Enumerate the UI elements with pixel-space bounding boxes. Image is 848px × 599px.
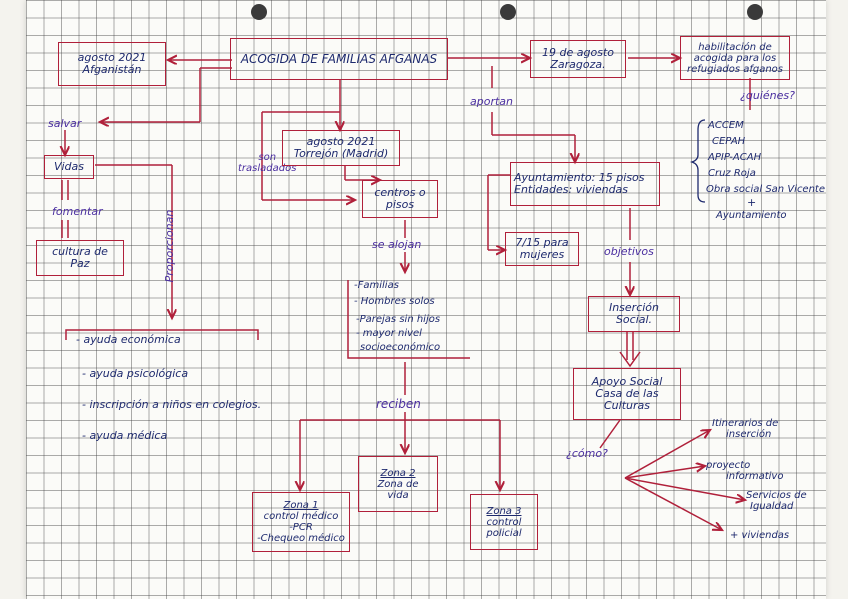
entity-item: ACCEM: [708, 120, 744, 131]
ayuda-item: - ayuda económica: [76, 333, 181, 346]
text-line: habilitación de: [698, 41, 772, 53]
alojan-item: - Hombres solos: [354, 296, 435, 307]
text-line: Zona de: [377, 478, 419, 490]
habilitacion-node: habilitación de acogida para los refugia…: [680, 36, 790, 80]
text-line: Casa de las: [595, 387, 659, 400]
ayuda-item: - inscripción a niños en colegios.: [82, 398, 262, 411]
alojan-item: socioeconómico: [360, 342, 441, 353]
text-line: centros o: [374, 186, 426, 199]
text-line: acogida para los: [693, 52, 777, 64]
text-line: Social.: [615, 313, 653, 326]
agosto-afganistan-node: agosto 2021 Afganistán: [58, 42, 166, 86]
centros-node: centros o pisos: [362, 180, 438, 218]
central-node: ACOGIDA DE FAMILIAS AFGANAS: [230, 38, 448, 80]
alojan-item: - mayor nivel: [356, 328, 422, 339]
text-line: Torrejón (Madrid): [293, 147, 389, 160]
se-alojan-label: se alojan: [372, 238, 422, 251]
text-line: Ayuntamiento: 15 pisos: [514, 171, 645, 184]
text-line: refugiados afganos: [686, 63, 784, 75]
place-label: Zaragoza.: [550, 58, 606, 71]
reciben-label: reciben: [376, 397, 421, 411]
entity-item: Obra social San Vicente: [706, 184, 825, 195]
text-line: 7/15 para: [515, 236, 569, 249]
ayuntamiento-label: Ayuntamiento: [716, 210, 787, 221]
zona1-node: Zona 1 control médico -PCR -Chequeo médi…: [252, 492, 350, 552]
punch-hole: [500, 4, 516, 20]
insercion-node: Inserción Social.: [588, 296, 680, 332]
text-line: cultura de: [52, 245, 108, 258]
apoyo-social-node: Apoyo Social Casa de las Culturas: [573, 368, 681, 420]
text-line: Paz: [70, 257, 90, 270]
date-label: agosto 2021: [77, 51, 147, 64]
punch-hole: [747, 4, 763, 20]
alojan-item: -Familias: [354, 280, 399, 291]
entity-item: APIP-ACAH: [708, 152, 762, 163]
alojan-item: -Parejas sin hijos: [356, 314, 441, 325]
zona2-node: Zona 2 Zona de vida: [358, 456, 438, 512]
text-line: Culturas: [604, 399, 650, 412]
place-label: Afganistán: [82, 63, 142, 76]
date-label: 19 de agosto: [542, 46, 614, 59]
como-label: ¿cómo?: [566, 447, 608, 460]
zone-title: Zona 1: [283, 500, 319, 511]
quienes-label: ¿quiénes?: [740, 89, 795, 102]
aportan-label: aportan: [470, 95, 514, 108]
ayuntamiento-node: Ayuntamiento: 15 pisos Entidades: vivien…: [510, 162, 660, 206]
zone-title: Zona 3: [486, 505, 522, 517]
text-line: mujeres: [519, 248, 565, 261]
vidas-node: Vidas: [44, 155, 94, 179]
text-line: control: [486, 516, 522, 528]
text-line: -Chequeo médico: [257, 533, 345, 544]
text-line: Apoyo Social: [591, 375, 663, 388]
text-line: pisos: [385, 198, 415, 211]
torrejon-node: agosto 2021 Torrejón (Madrid): [282, 130, 400, 166]
punch-hole: [251, 4, 267, 20]
ayuda-item: - ayuda psicológica: [82, 367, 189, 380]
text-line: vida: [387, 489, 409, 501]
cultura-node: cultura de Paz: [36, 240, 124, 276]
text-line: control médico: [263, 511, 339, 522]
text-line: -PCR: [289, 522, 313, 533]
text-line: Vidas: [53, 160, 85, 173]
plus-sign: +: [747, 196, 757, 209]
zaragoza-node: 19 de agosto Zaragoza.: [530, 40, 626, 78]
mujeres-node: 7/15 para mujeres: [505, 232, 579, 266]
entity-item: CEPAH: [712, 136, 746, 147]
text-line: Entidades: viviendas: [514, 183, 629, 196]
central-label: ACOGIDA DE FAMILIAS AFGANAS: [240, 52, 438, 66]
zona3-node: Zona 3 control policial: [470, 494, 538, 550]
ayuda-item: - ayuda médica: [82, 429, 168, 442]
text-line: policial: [486, 527, 522, 539]
como-item: + viviendas: [730, 530, 790, 541]
zone-title: Zona 2: [380, 467, 416, 479]
text-line: Inserción: [608, 301, 660, 314]
proporcionan-label: Proporcionan: [163, 209, 176, 283]
text-line: agosto 2021: [306, 135, 376, 148]
entity-item: Cruz Roja: [708, 168, 756, 179]
grid-paper: [26, 0, 826, 599]
fomentar-label: fomentar: [52, 205, 103, 218]
objetivos-label: objetivos: [604, 245, 654, 258]
salvar-label: salvar: [48, 117, 82, 130]
